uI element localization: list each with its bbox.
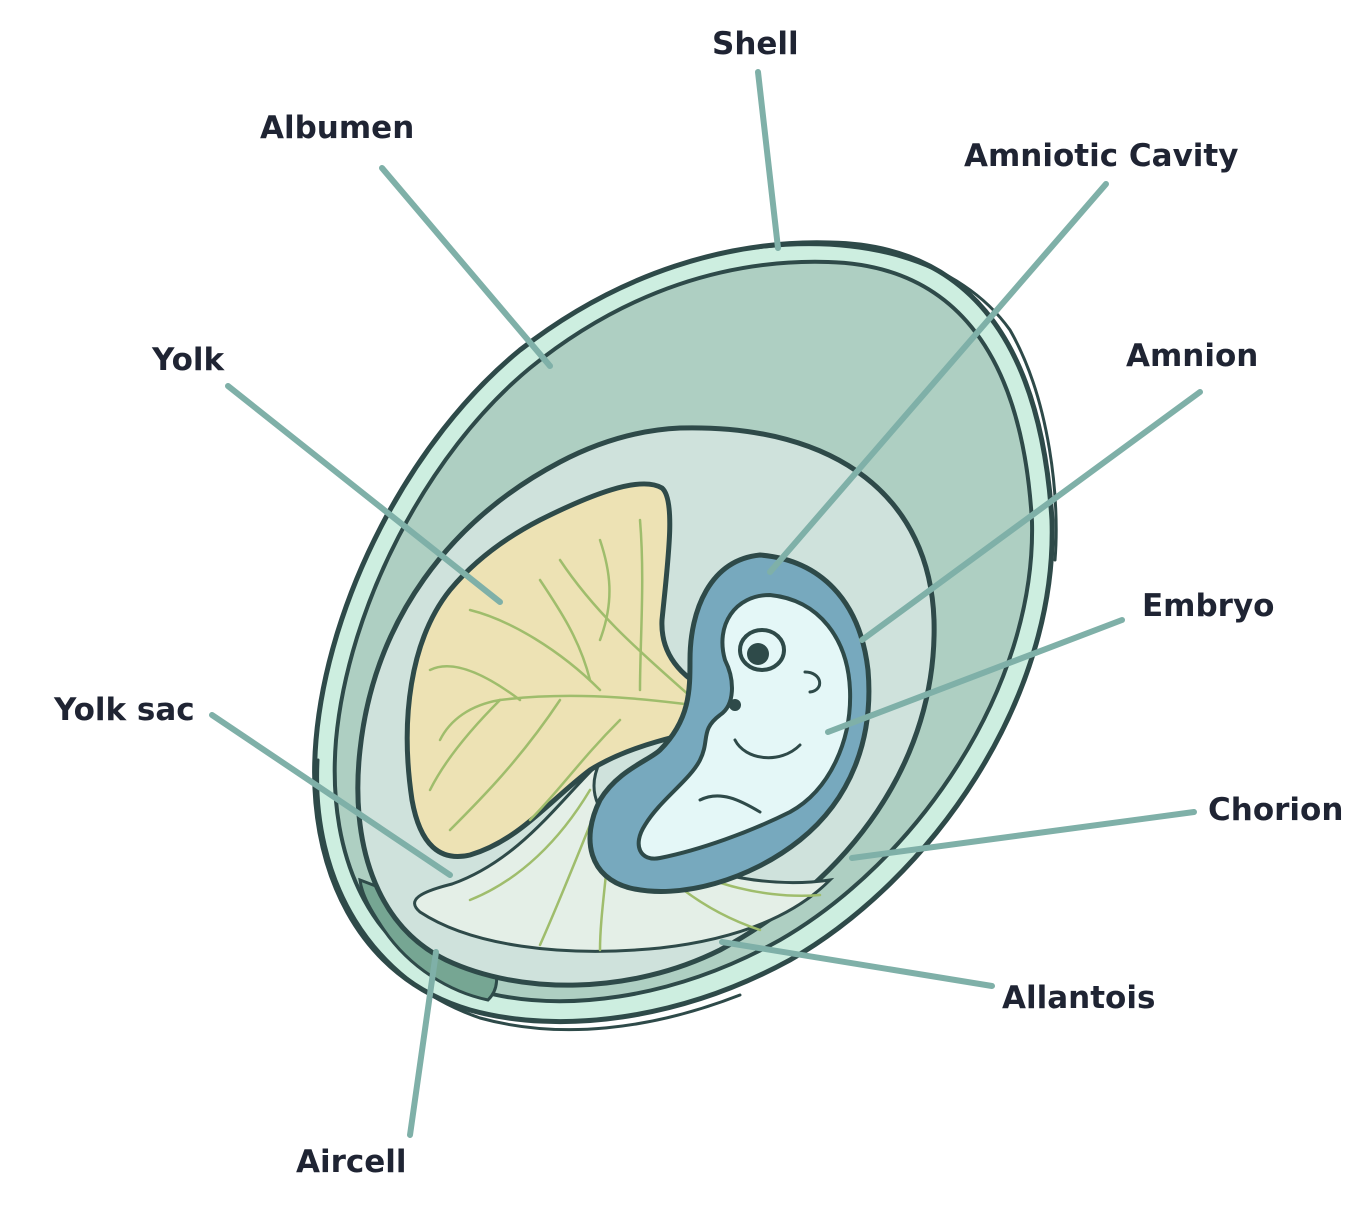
leader-yolk	[225, 383, 503, 605]
label-yolk: Yolk	[151, 342, 226, 378]
leader-amnion	[859, 389, 1203, 643]
vein	[598, 538, 611, 642]
vein	[468, 608, 602, 692]
label-yolk-sac: Yolk sac	[53, 692, 195, 728]
vein	[558, 558, 702, 707]
embryo-body	[636, 592, 853, 861]
leader-aircell	[407, 949, 439, 1138]
label-embryo: Embryo	[1142, 588, 1274, 624]
label-chorion: Chorion	[1208, 792, 1343, 828]
embryo-pupil	[747, 643, 769, 665]
label-amnion: Amnion	[1126, 338, 1258, 374]
embryo-ear	[803, 670, 821, 694]
leader-allantois	[719, 939, 995, 989]
leader-amniotic-cavity	[767, 181, 1109, 575]
vein	[428, 665, 522, 702]
vein	[538, 578, 592, 682]
leader-lines	[209, 69, 1203, 1138]
label-allantois: Allantois	[1002, 980, 1155, 1016]
leader-chorion	[849, 809, 1197, 861]
yolk-mass	[404, 481, 748, 859]
yolk-stalk-knob	[729, 699, 741, 711]
embryo-limb	[698, 794, 762, 814]
vein	[438, 694, 732, 742]
embryo-mouth	[733, 738, 802, 760]
vein	[468, 788, 592, 902]
label-albumen: Albumen	[260, 110, 414, 146]
labels: Shell Albumen Amniotic Cavity Yolk Amnio…	[53, 26, 1343, 1180]
label-amniotic-cavity: Amniotic Cavity	[964, 138, 1238, 174]
label-shell: Shell	[712, 26, 799, 62]
leader-embryo	[825, 617, 1125, 735]
shell-sketch-line	[738, 243, 1058, 562]
shell-sketch-line	[316, 758, 742, 1032]
vein	[428, 698, 502, 792]
yolk-veins	[428, 518, 732, 832]
leader-yolk-sac	[209, 712, 453, 878]
leader-albumen	[379, 165, 553, 369]
vein	[638, 518, 644, 692]
embryo	[636, 592, 853, 861]
vein	[448, 698, 562, 832]
vein	[528, 718, 622, 822]
leader-shell	[755, 69, 781, 251]
label-aircell: Aircell	[296, 1144, 407, 1180]
